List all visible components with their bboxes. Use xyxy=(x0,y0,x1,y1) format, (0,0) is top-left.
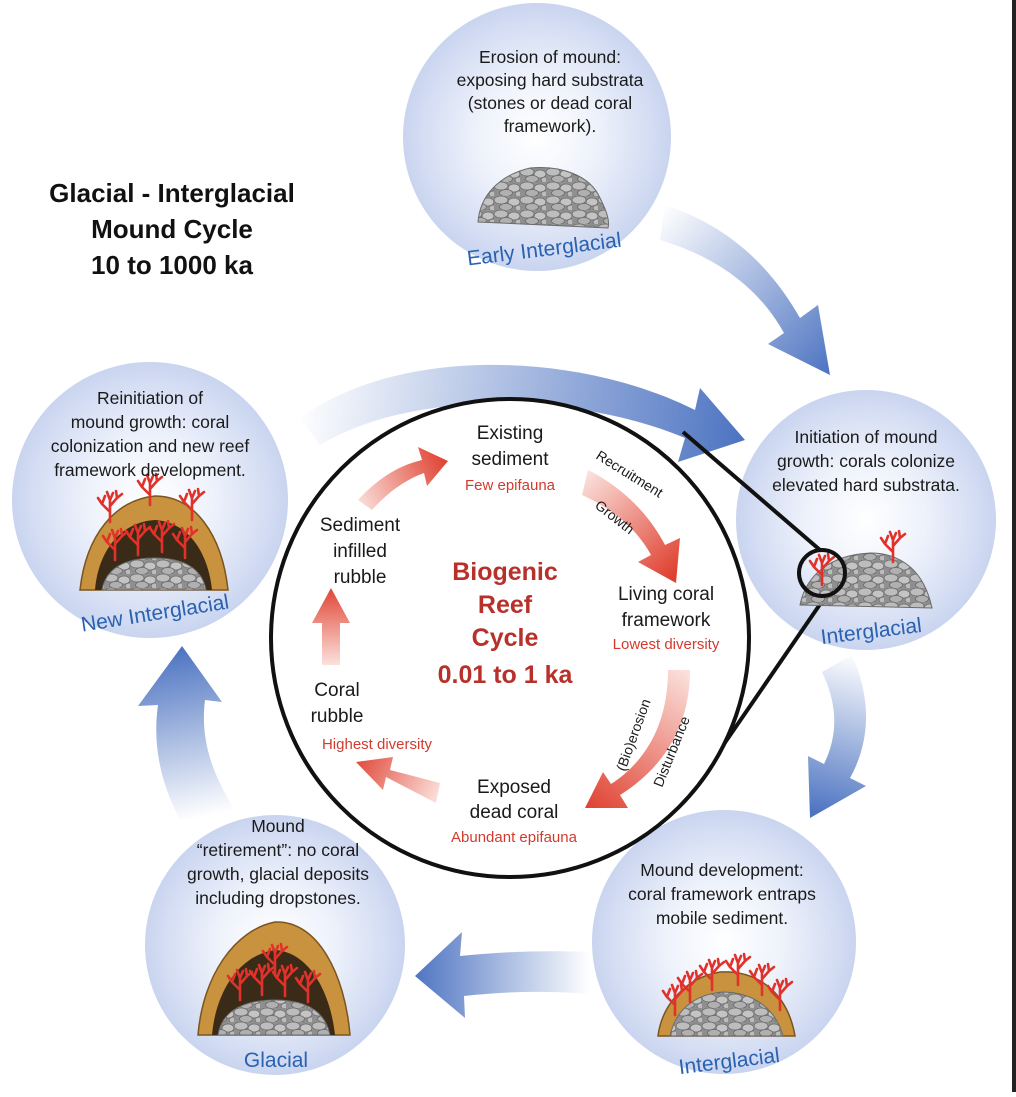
early-interglacial-desc-4: framework). xyxy=(504,116,596,136)
sediment-infilled-line2: infilled xyxy=(333,541,387,562)
inner-arrow-rubble-to-sediment xyxy=(312,588,350,665)
stone-pile-illustration xyxy=(477,166,609,229)
inner-cycle-title-line4: 0.01 to 1 ka xyxy=(438,661,574,689)
exposed-dead-coral-line2: dead coral xyxy=(470,802,559,823)
existing-sediment-line2: sediment xyxy=(471,449,549,470)
early-interglacial-desc-1: Erosion of mound: xyxy=(479,47,621,67)
new-interglacial-desc-2: mound growth: coral xyxy=(71,412,230,432)
zoom-line-bottom xyxy=(711,595,827,762)
new-interglacial-mound-illustration xyxy=(79,472,229,591)
magnifier-lens xyxy=(797,548,847,598)
coral-rubble-line2: rubble xyxy=(311,706,364,727)
living-coral-line1: Living coral xyxy=(618,584,714,605)
diagram-title-line3: 10 to 1000 ka xyxy=(91,250,253,280)
coral-rubble-note: Highest diversity xyxy=(322,736,433,753)
diagram-title-line2: Mound Cycle xyxy=(91,214,253,244)
outer-arrow-development-to-glacial xyxy=(415,932,592,1018)
outer-arrow-initiation-to-development xyxy=(808,655,867,818)
sediment-infilled-line3: rubble xyxy=(334,567,387,588)
development-desc-1: Mound development: xyxy=(640,860,803,880)
outer-arrow-new-to-initiation xyxy=(300,364,745,462)
glacial-label: Glacial xyxy=(244,1049,308,1072)
glacial-desc-4: including dropstones. xyxy=(195,888,360,908)
zoom-line-top xyxy=(681,430,822,552)
stage-blob-interglacial-development xyxy=(592,810,856,1074)
inner-cycle-title-line1: Biogenic xyxy=(452,558,558,586)
exposed-dead-coral-note: Abundant epifauna xyxy=(451,829,578,846)
inner-cycle-title-line3: Cycle xyxy=(472,624,539,652)
living-coral-note: Lowest diversity xyxy=(613,636,720,653)
coral-rubble-line1: Coral xyxy=(314,680,359,701)
stage-blob-early-interglacial xyxy=(403,3,671,271)
outer-arrow-glacial-to-new xyxy=(138,646,238,820)
new-interglacial-desc-4: framework development. xyxy=(54,460,246,480)
development-desc-3: mobile sediment. xyxy=(656,908,788,928)
living-coral-line2: framework xyxy=(622,610,711,631)
glacial-desc-3: growth, glacial deposits xyxy=(187,864,369,884)
existing-sediment-line1: Existing xyxy=(477,423,544,444)
inner-arrow-recruitment-growth xyxy=(582,470,680,583)
sediment-infilled-line1: Sediment xyxy=(320,515,401,536)
inner-arrow-bioerosion-disturbance xyxy=(585,670,690,808)
inner-arrow-sediment-to-existing xyxy=(358,447,448,510)
exposed-dead-coral-line1: Exposed xyxy=(477,777,551,798)
early-interglacial-desc-3: (stones or dead coral xyxy=(468,93,632,113)
new-interglacial-desc-3: colonization and new reef xyxy=(51,436,250,456)
development-mound-illustration xyxy=(657,952,796,1037)
initiation-desc-1: Initiation of mound xyxy=(794,427,937,447)
early-interglacial-desc-2: exposing hard substrata xyxy=(457,70,644,90)
right-edge-border xyxy=(1012,0,1016,1092)
diagram-title-line1: Glacial - Interglacial xyxy=(49,178,295,208)
existing-sediment-note: Few epifauna xyxy=(465,477,556,494)
new-interglacial-desc-1: Reinitiation of xyxy=(97,388,203,408)
initiation-desc-3: elevated hard substrata. xyxy=(772,475,960,495)
inner-cycle-title-line2: Reef xyxy=(478,591,533,619)
glacial-desc-2: “retirement”: no coral xyxy=(197,840,359,860)
outer-arrow-early-to-initiation xyxy=(660,205,830,375)
inner-arrow-exposed-to-rubble xyxy=(356,757,440,803)
initiation-desc-2: growth: corals colonize xyxy=(777,451,955,471)
development-desc-2: coral framework entraps xyxy=(628,884,816,904)
glacial-desc-1: Mound xyxy=(251,816,305,836)
glacial-mound-illustration xyxy=(197,921,351,1036)
